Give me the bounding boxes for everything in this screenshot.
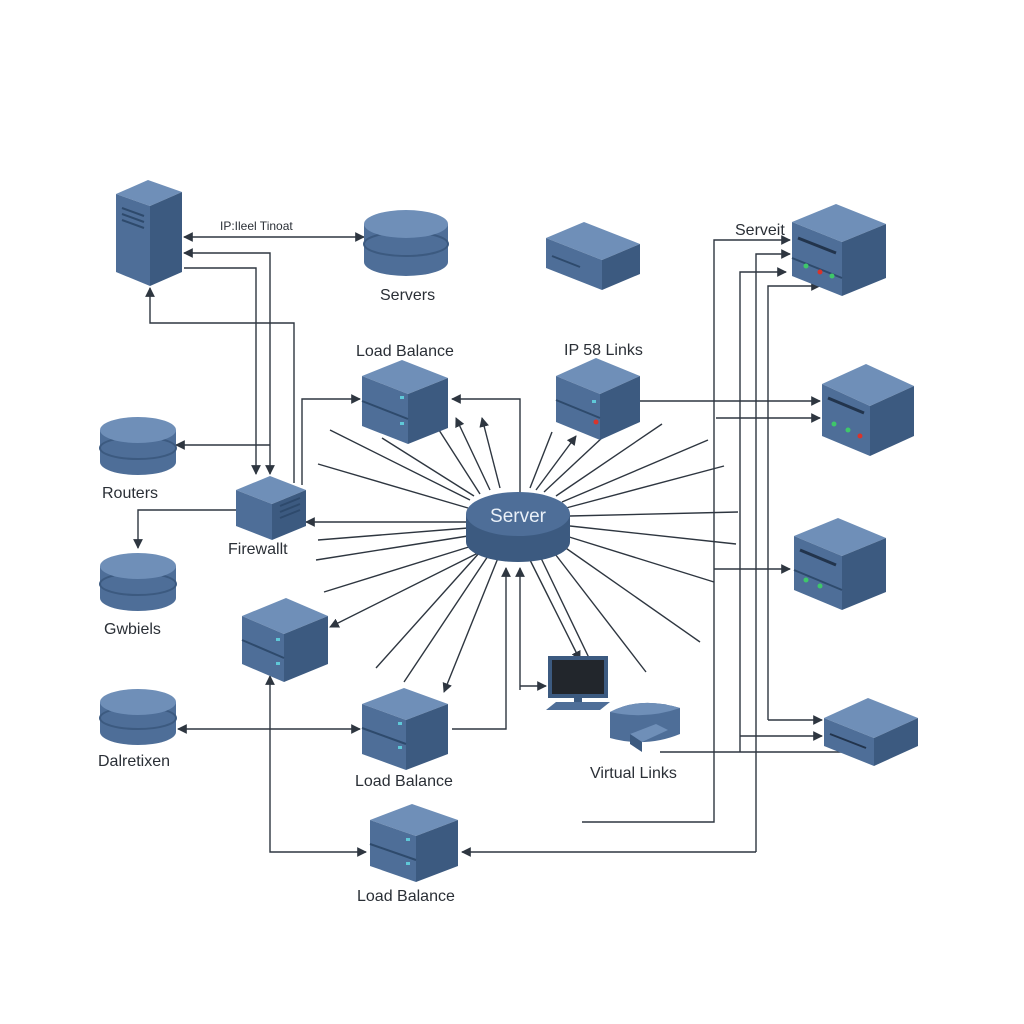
label-routers: Routers [102,485,158,502]
label-load-balance-mid: Load Balance [355,773,453,790]
servers-disk-icon [363,210,449,276]
label-servers: Servers [380,287,435,304]
firewall-device [236,476,306,540]
dalretixen-disk-icon [99,689,177,745]
load-balance-bottom-device [369,804,458,882]
label-load-balance-bottom: Load Balance [357,888,455,905]
rack-server-1 [791,204,886,296]
label-hub-server: Server [490,506,547,527]
label-dalretixen: Dalretixen [98,753,170,770]
load-balance-top-device [361,360,448,444]
storage-block-device [241,598,328,682]
label-gwbiels: Gwbiels [104,621,161,638]
label-virtual-links: Virtual Links [590,765,677,782]
label-ip-links: IP 58 Links [564,342,643,359]
rack-server-4 [824,698,918,766]
load-balance-mid-device [361,688,448,770]
routers-disk-icon [99,417,177,475]
rack-server-3 [793,518,886,610]
hub-spokes [315,415,739,693]
connectors [133,232,852,857]
label-load-balance-top: Load Balance [356,343,454,360]
tower-server [116,180,182,286]
label-firewall: Firewallt [228,541,288,558]
switch-device [546,222,640,290]
label-ip-tinoat: IP:Ileel Tinoat [220,219,293,233]
gwbiels-disk-icon [99,553,177,611]
label-server-top-right: Serveit [735,222,785,239]
ip-links-device [555,358,640,440]
rack-server-2 [822,364,914,456]
central-server-hub [466,492,570,562]
monitor-icon [546,656,610,710]
virtual-links-device [610,702,680,752]
